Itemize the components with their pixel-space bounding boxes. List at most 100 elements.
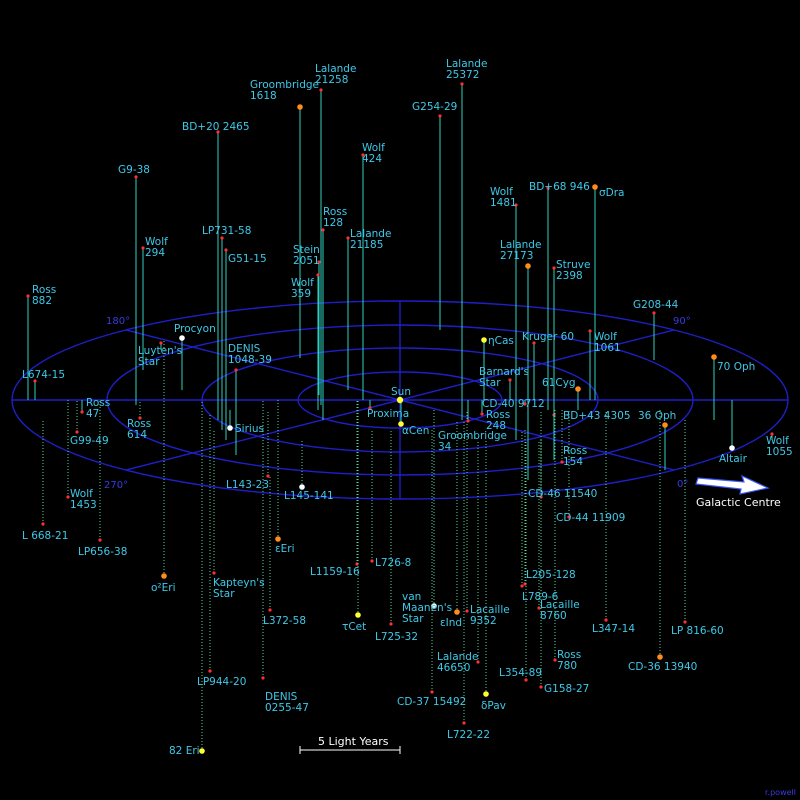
star-label-line: 614: [127, 429, 147, 441]
star-label: LP731-58: [202, 225, 251, 237]
star-dot: [480, 412, 484, 416]
star-label: Altair: [719, 453, 748, 465]
star-label-line: G254-29: [412, 101, 457, 113]
star-label: Procyon: [174, 323, 216, 335]
star-label-line: Star: [213, 588, 235, 600]
star-label-line: Sirius: [235, 423, 264, 435]
star-label-line: Groombridge: [438, 430, 507, 442]
star-dot: [553, 658, 557, 662]
star-label-line: DENIS: [265, 691, 298, 703]
star-label-line: Stein: [293, 244, 320, 256]
star-label: CD-44 11909: [556, 512, 625, 524]
star-dot: [454, 609, 460, 615]
star-dot: [508, 378, 512, 382]
star-label: G208-44: [633, 299, 679, 311]
degree-label-0: 0°: [677, 479, 688, 490]
star-label-line: CD-37 15492: [397, 696, 466, 708]
star-marker: G158-27: [539, 440, 589, 695]
star-label-line: 36 Oph: [638, 410, 676, 422]
star-marker: L1159-16: [310, 400, 360, 578]
star-marker: L354-89: [499, 440, 542, 682]
star-label-line: L347-14: [592, 623, 635, 635]
star-dot: [476, 660, 480, 664]
star-label-line: Wolf: [362, 142, 385, 154]
star-label: Proxima: [367, 408, 409, 420]
star-marker: LP656-38: [78, 400, 127, 558]
star-marker: τCet: [342, 400, 366, 633]
star-marker: L372-58: [263, 475, 306, 627]
degree-label-270: 270°: [104, 480, 128, 491]
star-dot: [520, 584, 524, 588]
star-label-line: Lacaille: [540, 599, 580, 611]
star-label-line: ηCas: [488, 335, 514, 347]
star-label-line: Lalande: [350, 228, 391, 240]
star-label-line: LP944-20: [197, 676, 246, 688]
star-label-line: DENIS: [228, 343, 261, 355]
star-dot: [465, 609, 469, 613]
star-label: Sirius: [235, 423, 264, 435]
star-marker: CD-36 13940: [628, 410, 697, 673]
star-label-line: Lacaille: [470, 604, 510, 616]
star-label-line: Star: [479, 377, 501, 389]
star-label: L674-15: [22, 369, 65, 381]
star-dot: [481, 337, 487, 343]
star-label: 82 Eri: [169, 745, 200, 757]
star-dot: [355, 612, 361, 618]
star-marker: LP731-58: [202, 225, 251, 430]
star-dot: [141, 246, 145, 250]
star-label: CD-36 13940: [628, 661, 697, 673]
star-label-line: Lalande: [446, 58, 487, 70]
star-label-line: G158-27: [544, 683, 589, 695]
star-label: LP 816-60: [671, 625, 724, 637]
star-label-line: Altair: [719, 453, 748, 465]
star-label-line: 2051: [293, 255, 320, 267]
star-dot: [299, 484, 305, 490]
star-label: BD+20 2465: [182, 121, 250, 133]
star-dot: [26, 294, 30, 298]
star-marker: BD+43 4305: [552, 400, 631, 422]
star-label-line: CD-36 13940: [628, 661, 697, 673]
star-marker: Proxima: [367, 400, 409, 420]
star-dot: [161, 573, 167, 579]
star-marker: εEri: [275, 400, 295, 555]
star-dot: [460, 82, 464, 86]
star-dot: [297, 104, 303, 110]
star-label: G158-27: [544, 683, 589, 695]
credit-label: r.powell: [765, 788, 796, 797]
star-marker: LP944-20: [197, 415, 246, 688]
star-dot: [80, 410, 84, 414]
star-label: εInd: [440, 617, 462, 629]
star-dot: [321, 228, 325, 232]
star-label: δPav: [481, 700, 506, 712]
star-label-line: 61Cyg: [542, 377, 576, 389]
star-dot: [33, 379, 37, 383]
star-label-line: Maanen's: [402, 602, 452, 614]
arrow-icon: [695, 474, 770, 495]
star-marker: δPav: [481, 440, 506, 712]
star-label: L347-14: [592, 623, 635, 635]
star-label: αCen: [402, 425, 429, 437]
star-label: CD-46 11540: [528, 488, 597, 500]
star-label-line: 1061: [594, 342, 621, 354]
star-label-line: 1453: [70, 499, 97, 511]
star-dot: [234, 368, 238, 372]
star-dot: [361, 153, 365, 157]
